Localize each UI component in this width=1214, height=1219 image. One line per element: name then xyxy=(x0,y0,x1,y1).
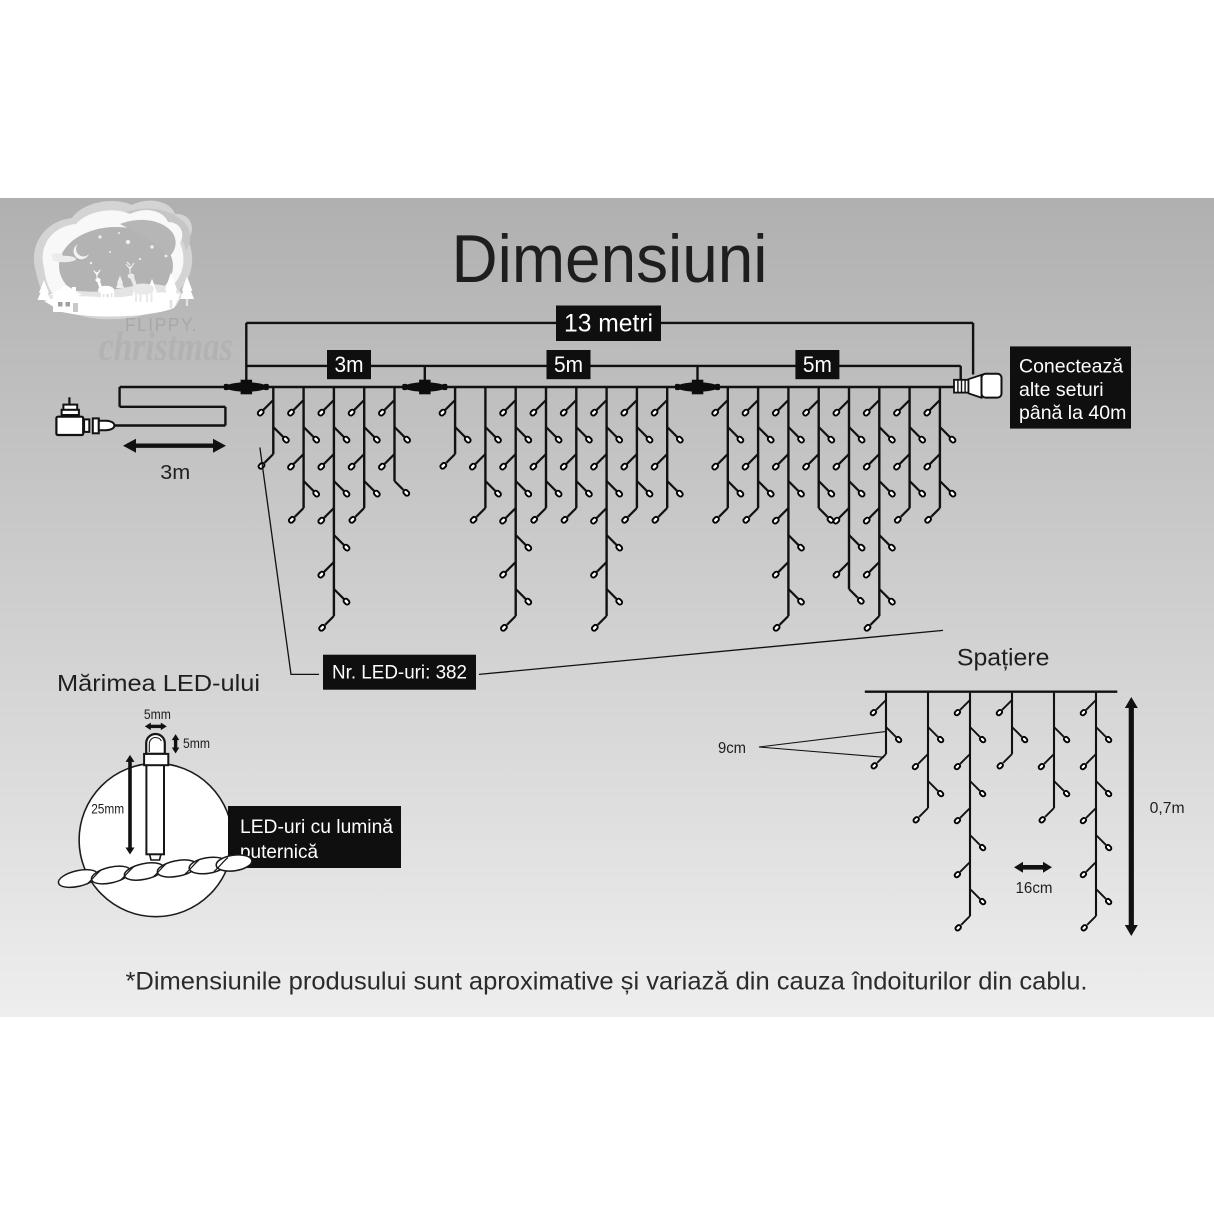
svg-text:3m: 3m xyxy=(335,352,364,377)
svg-text:*Dimensiunile produsului sunt: *Dimensiunile produsului sunt aproximati… xyxy=(126,968,1088,996)
svg-text:Spațiere: Spațiere xyxy=(957,645,1050,672)
svg-text:Mărimea LED-ului: Mărimea LED-ului xyxy=(57,670,260,696)
svg-text:25mm: 25mm xyxy=(91,801,124,817)
svg-text:0,7m: 0,7m xyxy=(1150,800,1185,817)
svg-text:Nr. LED-uri: 382: Nr. LED-uri: 382 xyxy=(332,662,467,684)
svg-text:LED-uri cu lumină: LED-uri cu lumină xyxy=(240,817,393,838)
svg-text:puternică: puternică xyxy=(240,842,318,863)
svg-text:5m: 5m xyxy=(554,352,583,377)
svg-text:5mm: 5mm xyxy=(144,706,171,722)
svg-text:FLIPPY.: FLIPPY. xyxy=(125,314,198,335)
svg-text:christmas: christmas xyxy=(99,323,233,369)
svg-text:9cm: 9cm xyxy=(718,740,746,757)
svg-text:3m: 3m xyxy=(160,462,190,484)
svg-text:alte seturi: alte seturi xyxy=(1019,379,1104,401)
svg-text:Dimensiuni: Dimensiuni xyxy=(452,221,768,297)
svg-text:5mm: 5mm xyxy=(183,735,210,751)
svg-text:Conectează: Conectează xyxy=(1019,356,1123,378)
svg-text:până la 40m: până la 40m xyxy=(1019,402,1126,424)
svg-text:13 metri: 13 metri xyxy=(564,309,653,337)
svg-text:5m: 5m xyxy=(803,352,832,377)
svg-text:16cm: 16cm xyxy=(1016,880,1053,897)
